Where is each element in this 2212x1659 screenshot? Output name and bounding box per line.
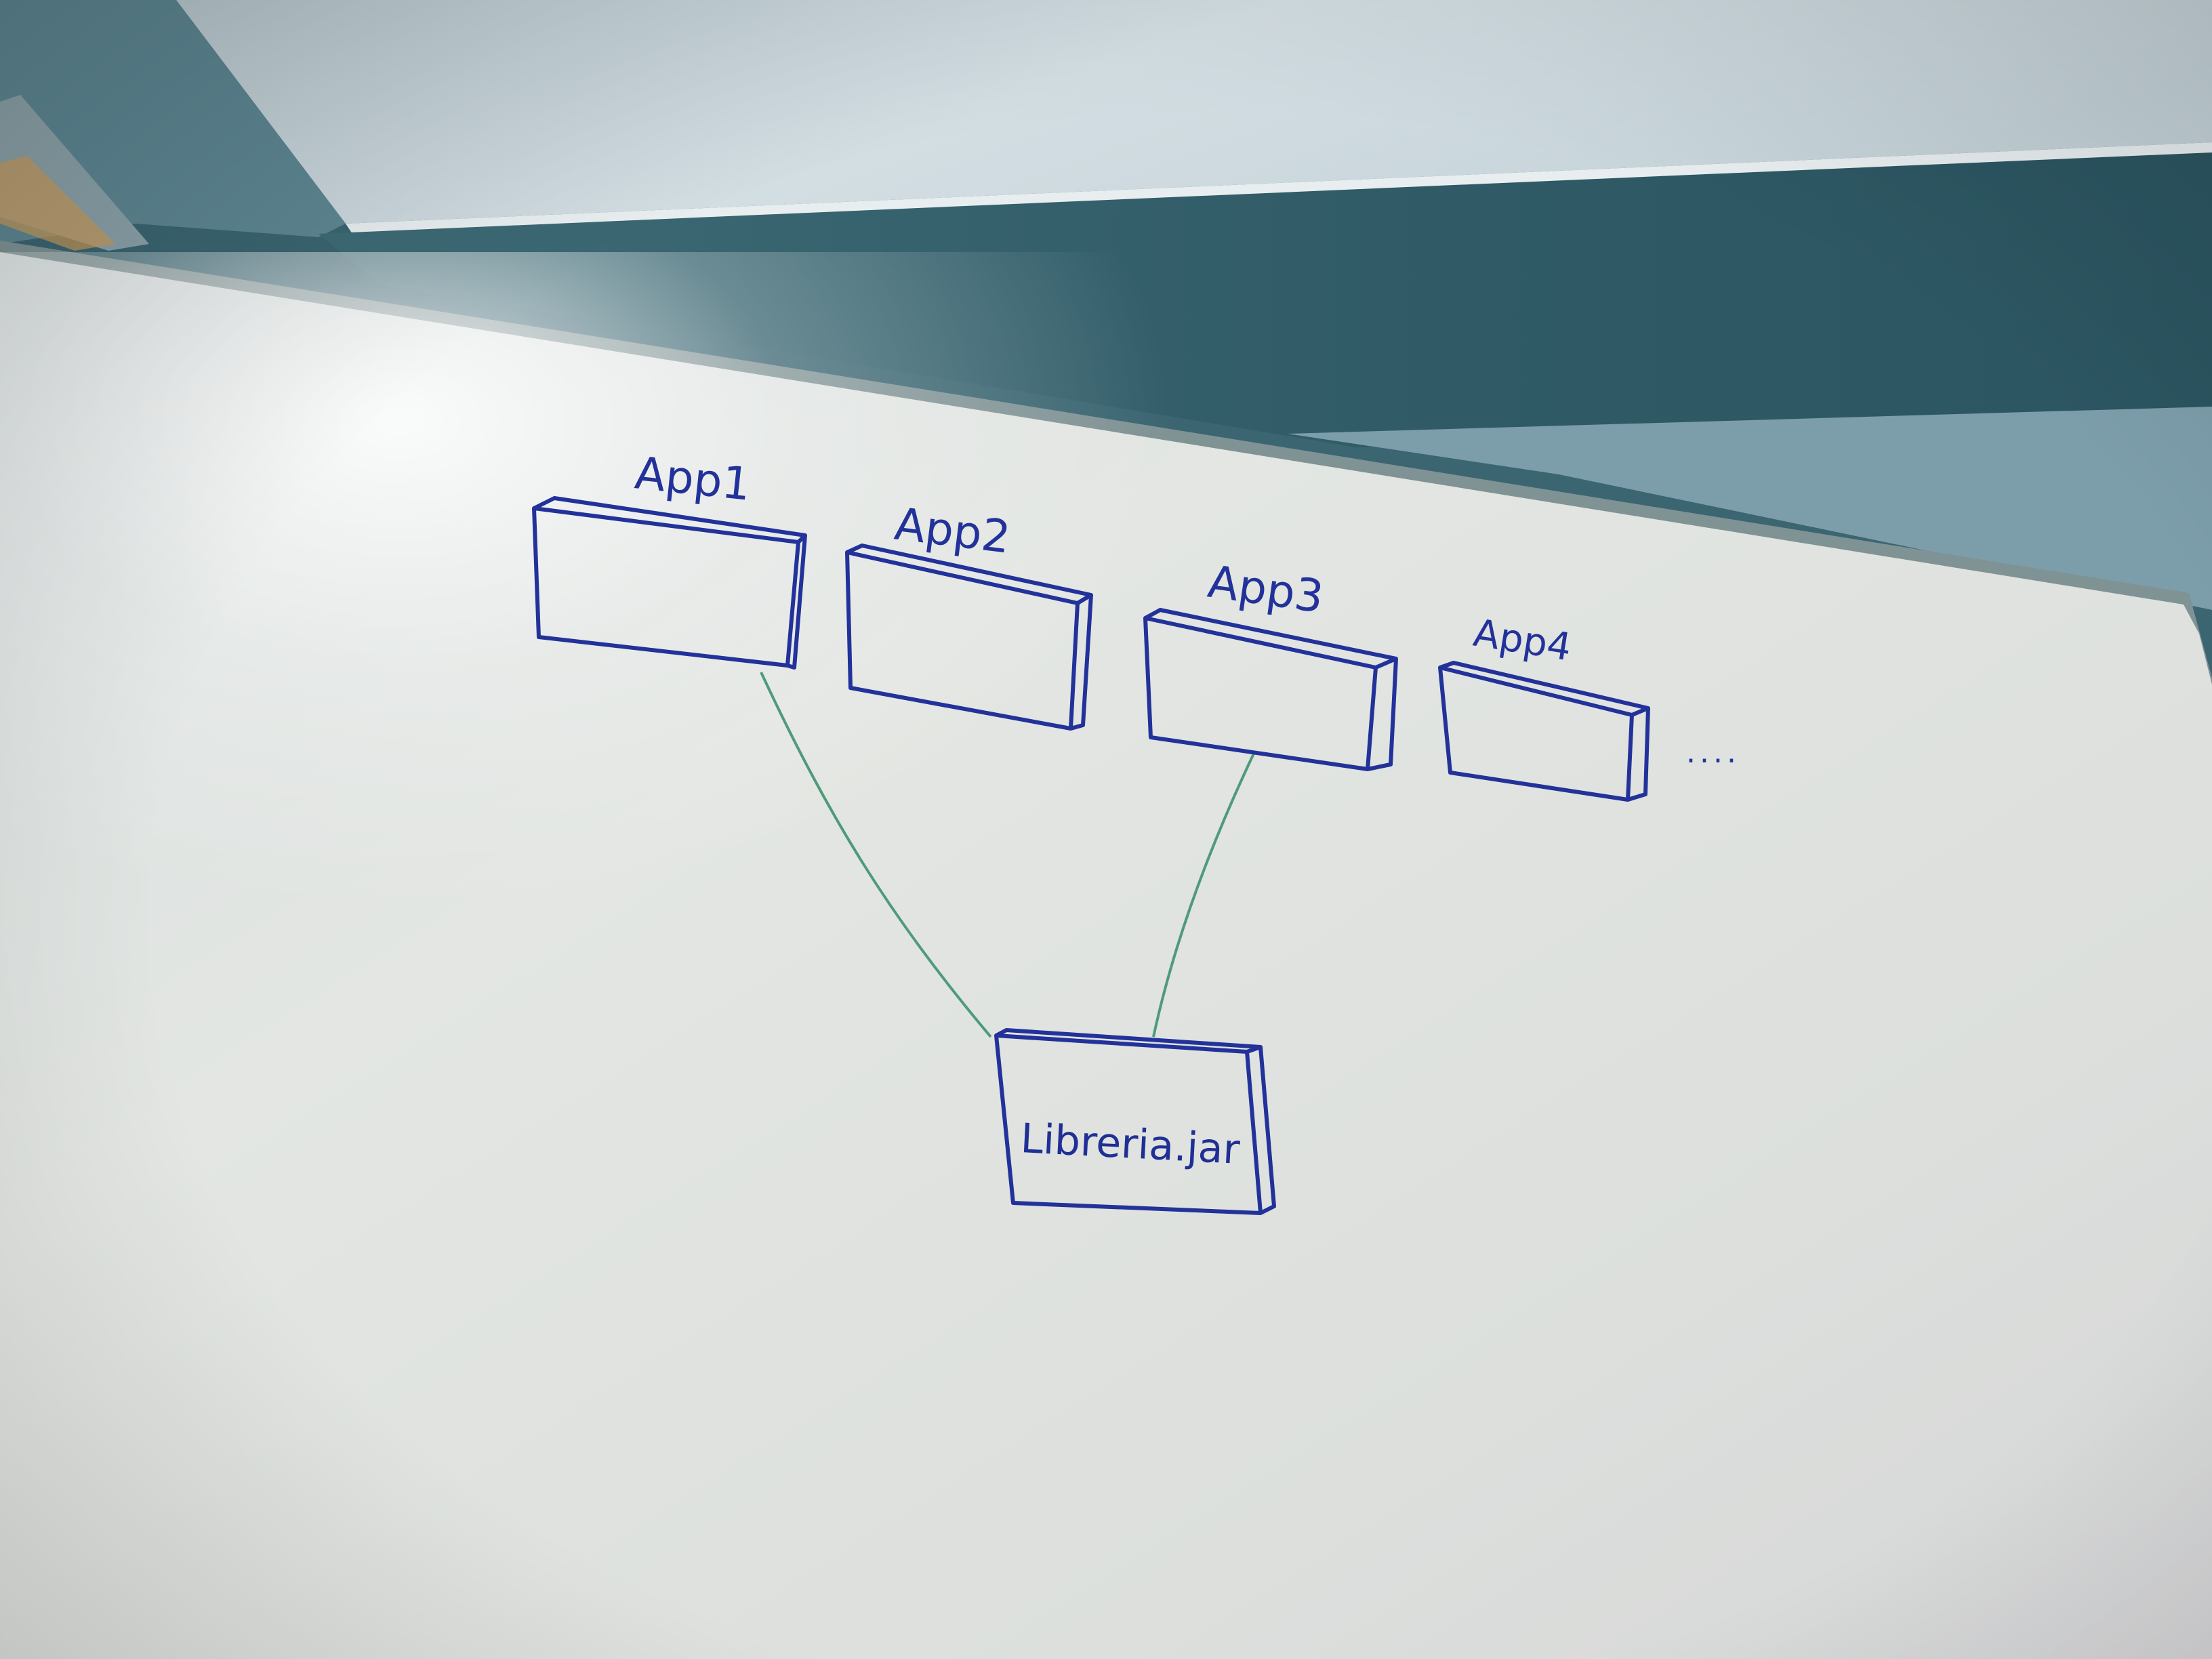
app3-box	[1143, 608, 1398, 771]
more-apps-ellipsis: ....	[1686, 735, 1740, 770]
app1-box	[532, 496, 807, 670]
app1-label: App1	[632, 447, 753, 510]
library-box	[994, 1028, 1276, 1215]
library-label: Libreria.jar	[1019, 1115, 1241, 1174]
connector-app1-library	[760, 672, 992, 1038]
connector-app3-library	[1152, 753, 1255, 1038]
app2-box	[845, 544, 1093, 731]
app4-box	[1438, 661, 1650, 802]
